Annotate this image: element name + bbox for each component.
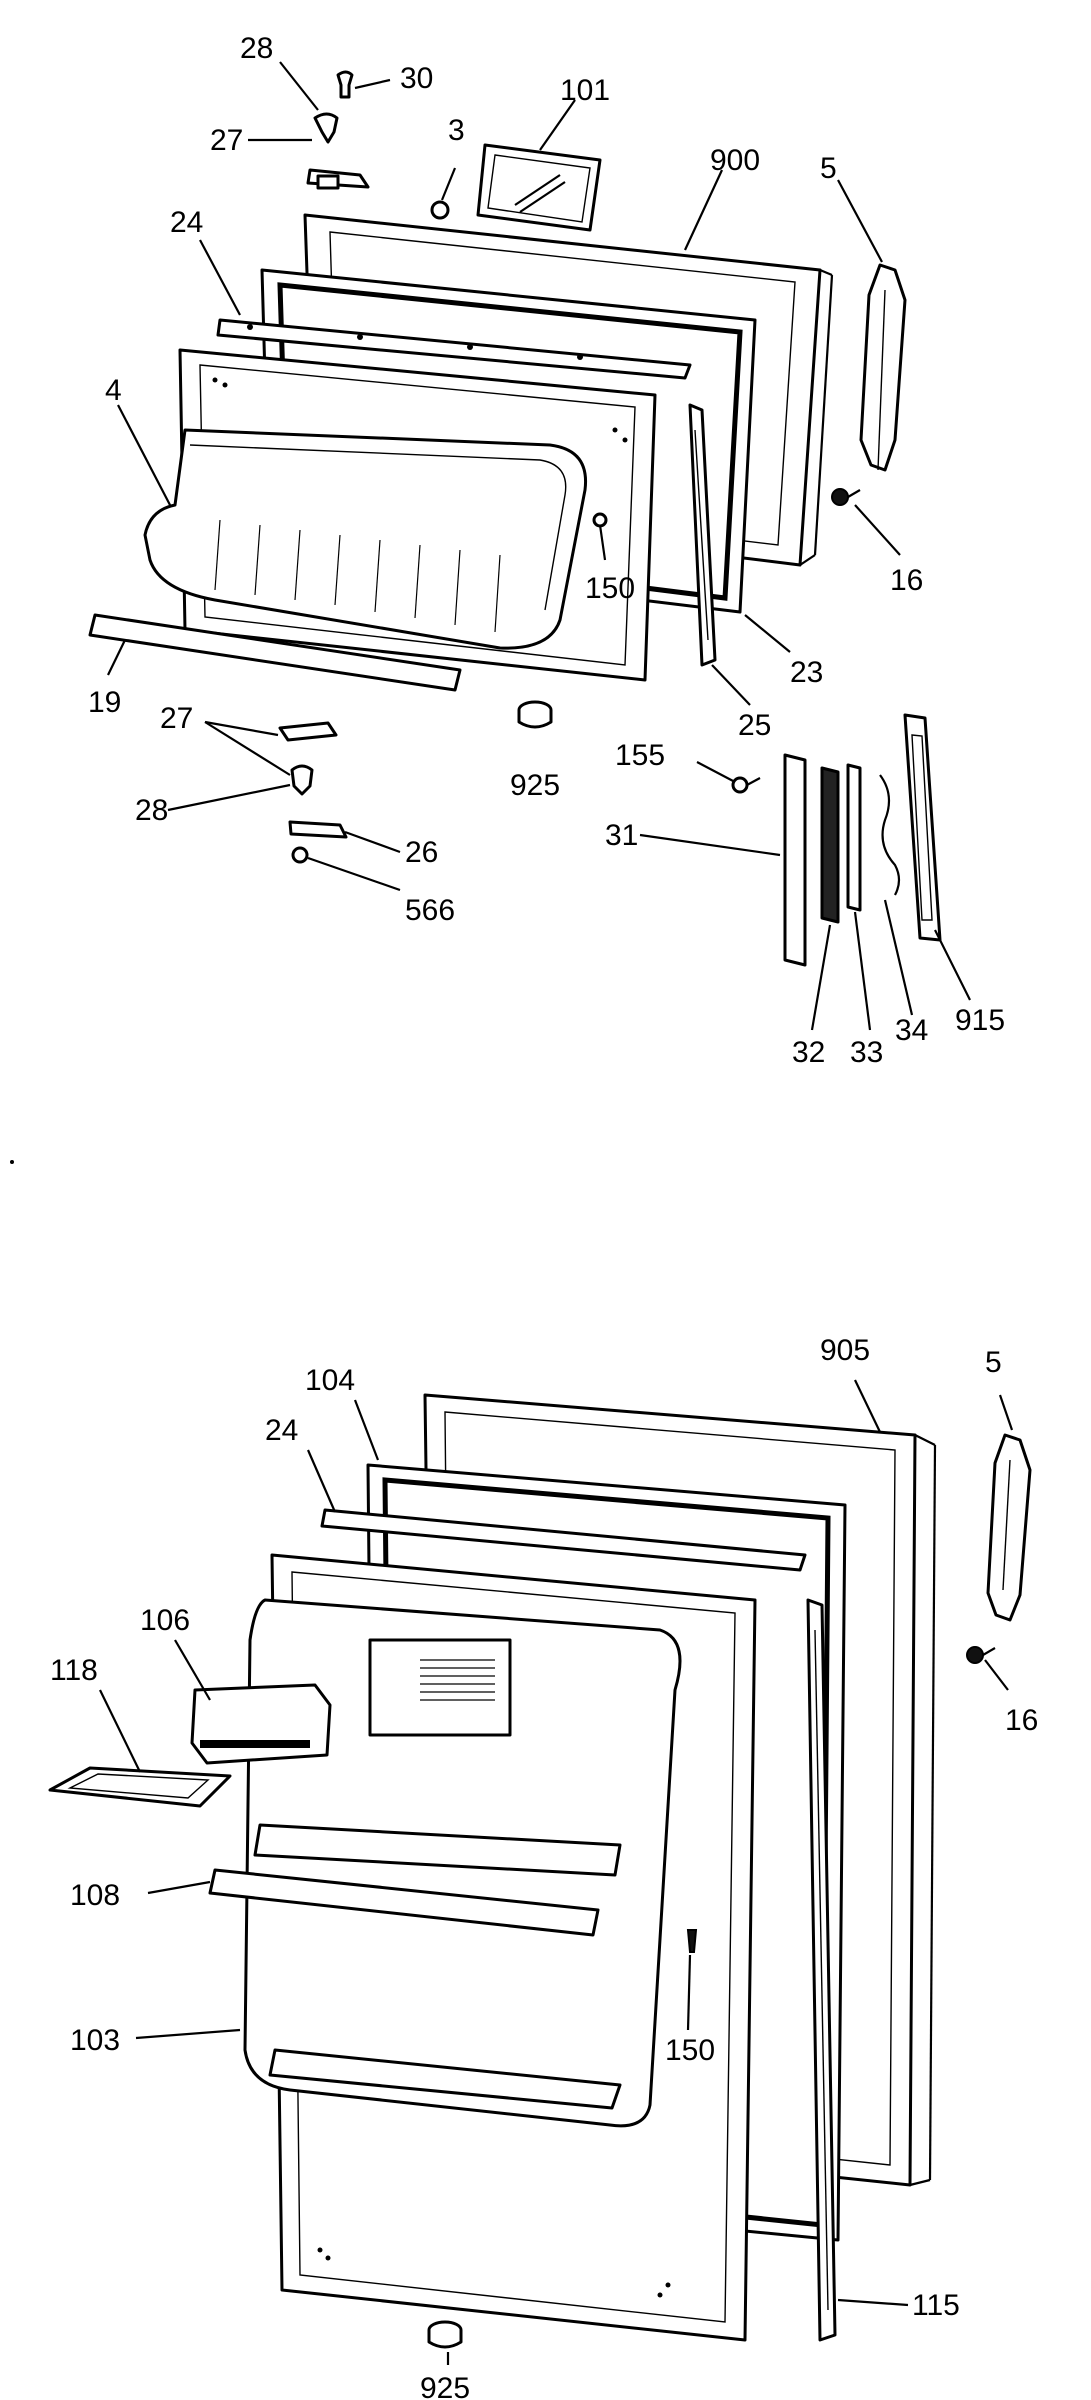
callout-104: 104 bbox=[305, 1364, 355, 1397]
callout-900: 900 bbox=[710, 144, 760, 177]
callout-4: 4 bbox=[105, 374, 122, 407]
callout-32: 32 bbox=[792, 1036, 825, 1069]
callout-30: 30 bbox=[400, 62, 433, 95]
callout-101: 101 bbox=[560, 74, 610, 107]
part-101 bbox=[476, 143, 602, 232]
callout-566: 566 bbox=[405, 894, 455, 927]
callout-28: 28 bbox=[240, 32, 273, 65]
screw-16 bbox=[831, 488, 861, 506]
callout-19: 19 bbox=[88, 686, 121, 719]
part-106 bbox=[190, 1683, 332, 1765]
callout-24: 24 bbox=[170, 206, 203, 239]
part-150-lower bbox=[686, 1929, 698, 1953]
callout-915: 915 bbox=[955, 1004, 1005, 1037]
callout-106: 106 bbox=[140, 1604, 190, 1637]
callout-28b: 28 bbox=[135, 794, 168, 827]
top-callouts: 28 30 101 27 3 900 5 24 4 150 16 19 23 2… bbox=[88, 32, 1005, 1069]
callout-23: 23 bbox=[790, 656, 823, 689]
callout-925: 925 bbox=[510, 769, 560, 802]
callout-34: 34 bbox=[895, 1014, 928, 1047]
callout-26: 26 bbox=[405, 836, 438, 869]
callout-27: 27 bbox=[210, 124, 243, 157]
screw-3 bbox=[430, 200, 450, 220]
callout-150: 150 bbox=[585, 572, 635, 605]
cap-925-lower bbox=[427, 2320, 463, 2349]
callout-24-lower: 24 bbox=[265, 1414, 298, 1447]
tray-118 bbox=[48, 1766, 232, 1808]
callout-3: 3 bbox=[448, 114, 465, 147]
bar-19 bbox=[88, 613, 462, 692]
bottom-callouts: 905 5 104 24 106 118 16 108 103 150 925 … bbox=[50, 1334, 1038, 2400]
callout-118: 118 bbox=[50, 1654, 98, 1687]
callout-925-lower: 925 bbox=[420, 2372, 470, 2400]
basket-4 bbox=[143, 428, 588, 650]
callout-16-lower: 16 bbox=[1005, 1704, 1038, 1737]
part-34 bbox=[879, 774, 901, 896]
cap-925 bbox=[517, 700, 553, 729]
callout-103: 103 bbox=[70, 2024, 120, 2057]
part-32 bbox=[820, 766, 840, 924]
handle-5 bbox=[859, 263, 907, 472]
part-31 bbox=[783, 753, 807, 967]
bottom-hinge-parts bbox=[278, 721, 348, 864]
screw-16-lower bbox=[966, 1646, 996, 1664]
top-hinge-parts bbox=[306, 70, 370, 190]
liner-cavity bbox=[243, 1598, 682, 2128]
strip-115 bbox=[806, 1598, 837, 2342]
screw-155 bbox=[731, 776, 761, 794]
callout-27b: 27 bbox=[160, 702, 193, 735]
part-33 bbox=[846, 763, 862, 912]
rail-24-lower bbox=[320, 1508, 807, 1572]
rail-24 bbox=[216, 318, 692, 380]
callout-155: 155 bbox=[615, 739, 665, 772]
callout-31: 31 bbox=[605, 819, 638, 852]
callout-25: 25 bbox=[738, 709, 771, 742]
callout-905: 905 bbox=[820, 1334, 870, 1367]
fresh-food-door-assembly: 905 5 104 24 106 118 16 108 103 150 925 … bbox=[48, 1334, 1038, 2400]
callout-33: 33 bbox=[850, 1036, 883, 1069]
freezer-door-assembly: 28 30 101 27 3 900 5 24 4 150 16 19 23 2… bbox=[88, 32, 1005, 1069]
callout-150-lower: 150 bbox=[665, 2034, 715, 2067]
callout-5: 5 bbox=[820, 152, 837, 185]
callout-115: 115 bbox=[912, 2289, 960, 2322]
handle-5-lower bbox=[986, 1433, 1032, 1622]
stray-dot bbox=[10, 1160, 14, 1164]
callout-16: 16 bbox=[890, 564, 923, 597]
callout-108: 108 bbox=[70, 1879, 120, 1912]
bar-108 bbox=[208, 1868, 600, 1937]
callout-5-lower: 5 bbox=[985, 1346, 1002, 1379]
part-915 bbox=[903, 713, 942, 942]
strip-25 bbox=[688, 403, 717, 667]
